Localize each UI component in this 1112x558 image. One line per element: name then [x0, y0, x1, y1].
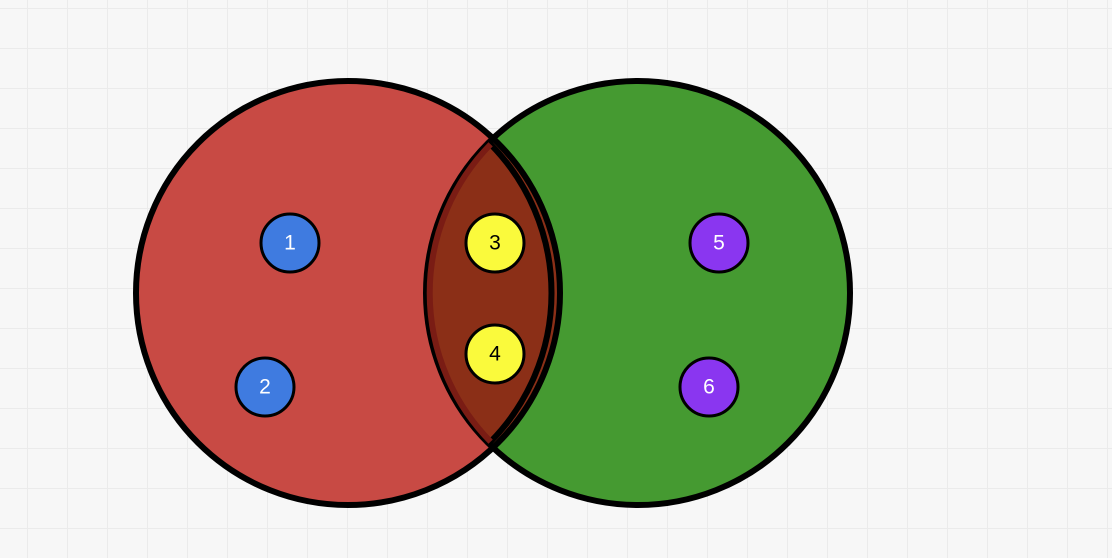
- element-node-4[interactable]: 4: [464, 323, 526, 385]
- element-node-3-marker: [464, 212, 526, 274]
- element-node-6-marker: [678, 356, 740, 418]
- element-node-3-label: 3: [489, 232, 501, 255]
- element-node-4-label: 4: [489, 343, 501, 366]
- element-node-4-marker: [464, 323, 526, 385]
- element-node-5-marker: [688, 212, 750, 274]
- element-node-6[interactable]: 6: [678, 356, 740, 418]
- element-node-1-label: 1: [284, 232, 296, 255]
- element-node-5-label: 5: [713, 232, 725, 255]
- element-node-3[interactable]: 3: [464, 212, 526, 274]
- element-node-2-marker: [234, 356, 296, 418]
- element-node-6-label: 6: [703, 376, 715, 399]
- overlap-inner-arc-right: [426, 142, 493, 444]
- set-left-outline: [133, 78, 563, 508]
- element-node-1[interactable]: 1: [259, 212, 321, 274]
- overlap-inner-arc-left: [488, 142, 555, 444]
- element-node-1-marker: [259, 212, 321, 274]
- element-node-5[interactable]: 5: [688, 212, 750, 274]
- element-node-2[interactable]: 2: [234, 356, 296, 418]
- set-right-outline: [423, 78, 853, 508]
- element-node-2-label: 2: [259, 376, 271, 399]
